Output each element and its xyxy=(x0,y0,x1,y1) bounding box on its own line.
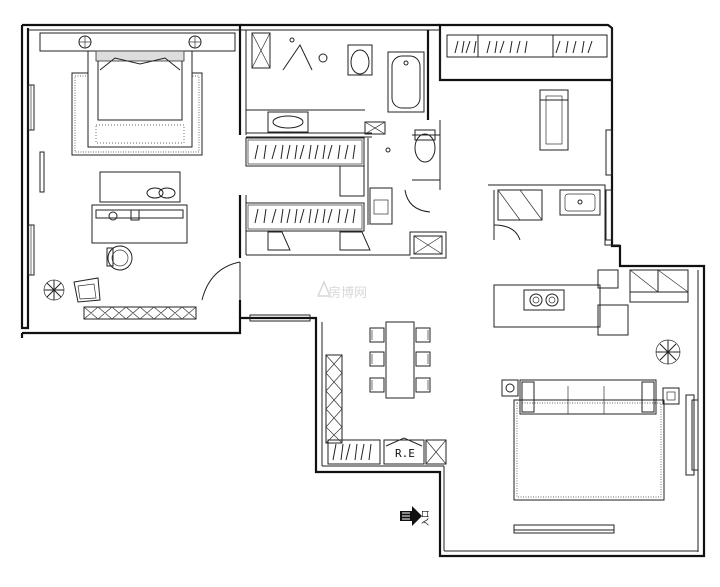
master-bedroom xyxy=(39,32,241,320)
storage-box xyxy=(413,235,443,255)
living-room xyxy=(501,339,695,501)
entry-cabinets xyxy=(325,354,447,465)
dining-area xyxy=(369,321,431,399)
outer-walls xyxy=(20,23,706,558)
watermark-text: 房博网 xyxy=(328,285,367,301)
entrance-label: 入口 xyxy=(421,510,430,526)
kitchen xyxy=(488,184,689,336)
interior-walls xyxy=(238,30,447,318)
fridge-label: R.E xyxy=(395,447,415,460)
second-bathroom xyxy=(369,120,441,225)
watermark-logo-icon xyxy=(316,280,332,297)
plant-icon xyxy=(655,339,681,365)
windows xyxy=(27,84,699,534)
second-bedroom xyxy=(446,34,608,151)
entrance-arrow-icon xyxy=(400,506,422,526)
plant-icon xyxy=(43,279,65,301)
master-bathroom xyxy=(246,32,425,135)
storage-box-cross xyxy=(413,235,443,255)
walk-in-closet xyxy=(245,137,371,251)
